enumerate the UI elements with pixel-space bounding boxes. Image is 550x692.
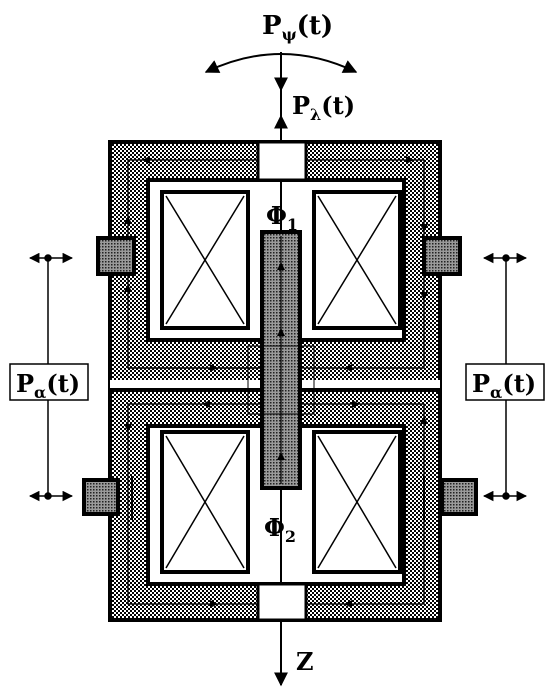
p-alpha-right-label: Pα(t) xyxy=(472,369,536,402)
p-psi-label: Pψ(t) xyxy=(262,11,333,44)
coil-bottom-left xyxy=(160,430,250,574)
side-magnets xyxy=(82,236,478,520)
coil-top-right xyxy=(312,190,402,330)
p-alpha-left-label: Pα(t) xyxy=(16,369,80,402)
rotation-arc xyxy=(204,53,358,73)
flux-arrows xyxy=(124,156,428,608)
p-alpha-left-box xyxy=(9,363,89,401)
phi2-label: Φ2 xyxy=(264,513,296,546)
p-alpha-right-box xyxy=(465,363,545,401)
z-axis-label: Z xyxy=(296,647,314,676)
coil-top-left xyxy=(160,190,250,330)
coil-bottom-right xyxy=(312,430,402,574)
p-lambda-label: Pλ(t) xyxy=(292,91,355,124)
phi1-label: Φ1 xyxy=(266,201,298,234)
